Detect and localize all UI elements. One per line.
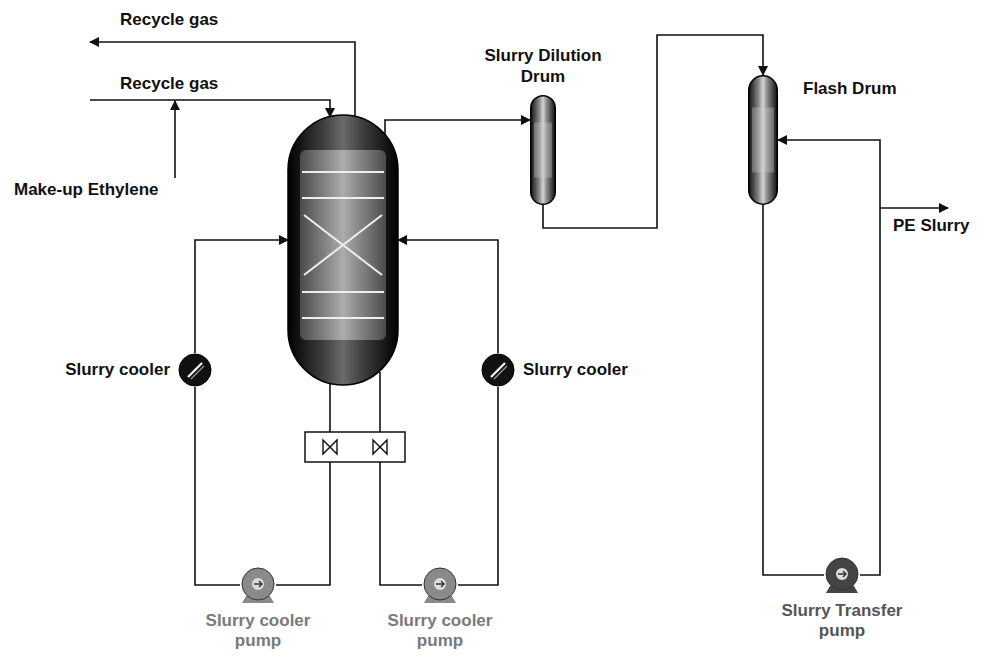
process-line — [195, 387, 240, 585]
equipment-label: Slurry cooler pump — [193, 611, 323, 652]
dilution-drum: Slurry Dilution Drum — [473, 46, 613, 205]
transfer-pump: Slurry Transfer pump — [762, 557, 922, 642]
valve-box — [305, 432, 405, 462]
slurry-cooler: Slurry cooler — [65, 353, 212, 387]
cooler-symbol — [481, 353, 515, 387]
process-line — [778, 140, 880, 575]
equipment-label: Flash Drum — [803, 79, 897, 99]
stream-label: Make-up Ethylene — [14, 180, 159, 200]
drum-symbol — [530, 95, 556, 205]
equipment-label: Slurry cooler — [65, 360, 170, 380]
slurry-cooler: Slurry cooler — [481, 353, 628, 387]
pump-symbol — [240, 567, 276, 603]
equipment-label: Slurry Transfer pump — [762, 601, 922, 642]
cooler-pump: Slurry cooler pump — [193, 567, 323, 652]
process-lines — [90, 42, 948, 585]
equipment-label: Slurry Dilution Drum — [473, 46, 613, 87]
equipment-label: Slurry cooler — [523, 360, 628, 380]
stream-label: Recycle gas — [120, 10, 218, 30]
pump-symbol — [422, 567, 458, 603]
cooler-pump: Slurry cooler pump — [375, 567, 505, 652]
pump-symbol — [824, 557, 860, 593]
reactor-vessel — [288, 115, 398, 385]
process-line — [458, 387, 498, 585]
stream-label: Recycle gas — [120, 74, 218, 94]
cooler-symbol — [178, 353, 212, 387]
flash-drum: Flash Drum — [748, 75, 897, 205]
process-line — [763, 205, 824, 575]
stream-label: PE Slurry — [893, 216, 970, 236]
drum-symbol — [748, 75, 778, 205]
equipment-label: Slurry cooler pump — [375, 611, 505, 652]
